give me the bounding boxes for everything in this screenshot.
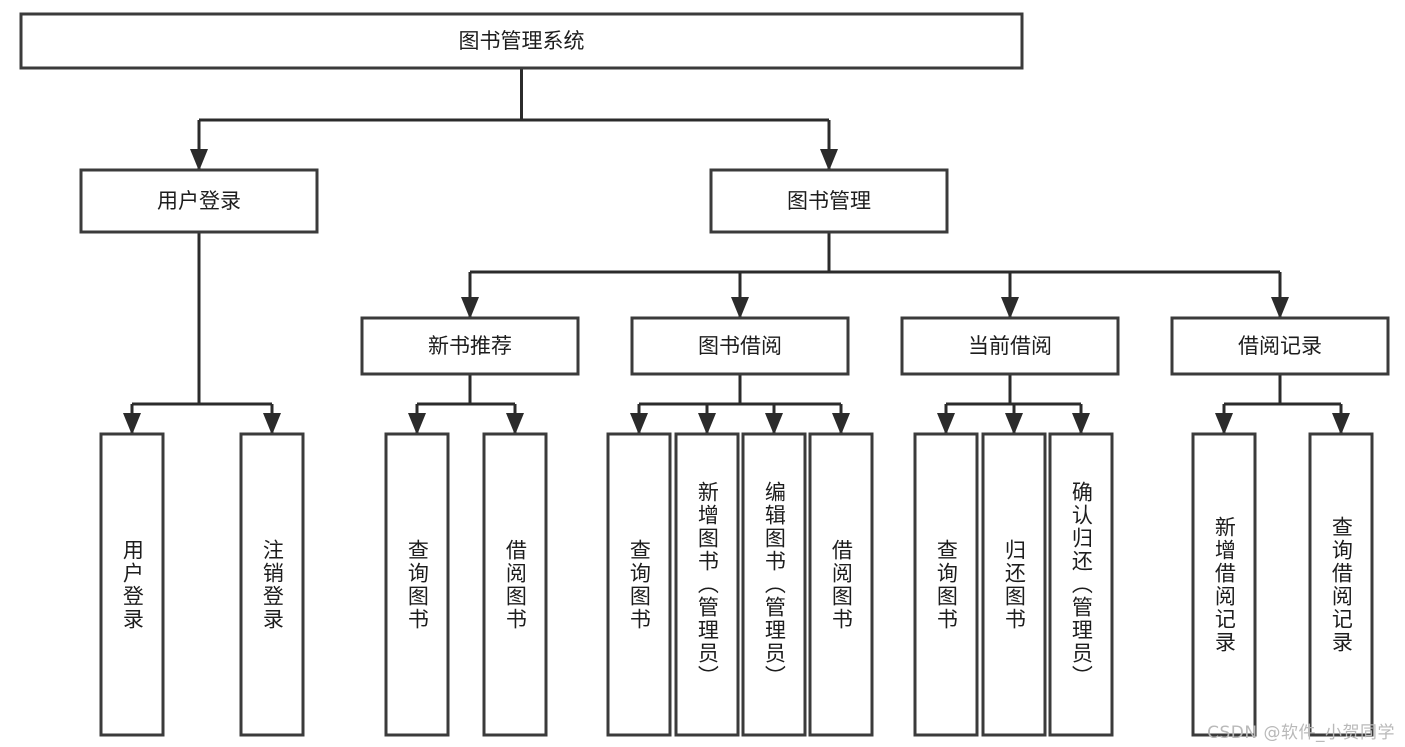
node-borrow-record[interactable] — [1170, 316, 1390, 376]
leaf-node-leaf-add-book[interactable] — [674, 432, 740, 737]
node-new-book-rec[interactable] — [360, 316, 580, 376]
arrow-head-icon-leaf-add-record — [1215, 413, 1233, 435]
watermark-text: CSDN @软件_小贺同学 — [1207, 723, 1395, 743]
arrow-head-icon-leaf-confirm-return — [1072, 413, 1090, 435]
node-current-borrow-label: 当前借阅 — [968, 334, 1052, 358]
node-book-manage-label: 图书管理 — [787, 189, 871, 213]
leaf-node-leaf-query-record[interactable] — [1308, 432, 1374, 737]
node-user-login[interactable] — [79, 168, 319, 234]
leaf-node-leaf-query-book-1[interactable] — [384, 432, 450, 737]
leaf-node-leaf-borrow-book-2[interactable] — [808, 432, 874, 737]
arrow-head-icon-leaf-return-book — [1005, 413, 1023, 435]
node-root[interactable] — [19, 12, 1024, 70]
arrow-head-icon-leaf-borrow-book-1 — [506, 413, 524, 435]
node-book-borrow-label: 图书借阅 — [698, 334, 782, 358]
leaf-node-leaf-query-book-3[interactable] — [913, 432, 979, 737]
arrow-head-icon-leaf-query-book-3 — [937, 413, 955, 435]
arrow-head-icon-current-borrow — [1001, 297, 1019, 319]
leaf-node-leaf-query-book-2[interactable] — [606, 432, 672, 737]
arrow-head-icon-new-book-rec — [461, 297, 479, 319]
leaf-node-leaf-user-login[interactable] — [99, 432, 165, 737]
leaf-node-leaf-confirm-return[interactable] — [1048, 432, 1114, 737]
node-root-label: 图书管理系统 — [459, 29, 585, 53]
arrow-head-icon-leaf-user-login — [123, 413, 141, 435]
node-user-login-label: 用户登录 — [157, 189, 241, 213]
leaf-node-leaf-edit-book[interactable] — [741, 432, 807, 737]
node-book-borrow[interactable] — [630, 316, 850, 376]
arrow-head-icon-borrow-record — [1271, 297, 1289, 319]
arrow-head-icon-leaf-query-record — [1332, 413, 1350, 435]
arrow-head-icon-leaf-add-book — [698, 413, 716, 435]
leaf-node-leaf-borrow-book-1[interactable] — [482, 432, 548, 737]
leaf-node-leaf-return-book[interactable] — [981, 432, 1047, 737]
arrow-head-icon-book-borrow — [731, 297, 749, 319]
edges-layer — [123, 68, 1350, 435]
leaf-node-leaf-add-record[interactable] — [1191, 432, 1257, 737]
node-new-book-rec-label: 新书推荐 — [428, 334, 512, 358]
arrow-head-icon-user-login — [190, 149, 208, 171]
arrow-head-icon-leaf-borrow-book-2 — [832, 413, 850, 435]
arrow-head-icon-book-manage — [820, 149, 838, 171]
arrow-head-icon-leaf-query-book-1 — [408, 413, 426, 435]
node-book-manage[interactable] — [709, 168, 949, 234]
leaf-node-leaf-logout[interactable] — [239, 432, 305, 737]
node-borrow-record-label: 借阅记录 — [1238, 334, 1322, 358]
node-current-borrow[interactable] — [900, 316, 1120, 376]
arrow-head-icon-leaf-logout — [263, 413, 281, 435]
node-boxes-layer — [19, 12, 1390, 737]
arrow-head-icon-leaf-edit-book — [765, 413, 783, 435]
arrow-head-icon-leaf-query-book-2 — [630, 413, 648, 435]
